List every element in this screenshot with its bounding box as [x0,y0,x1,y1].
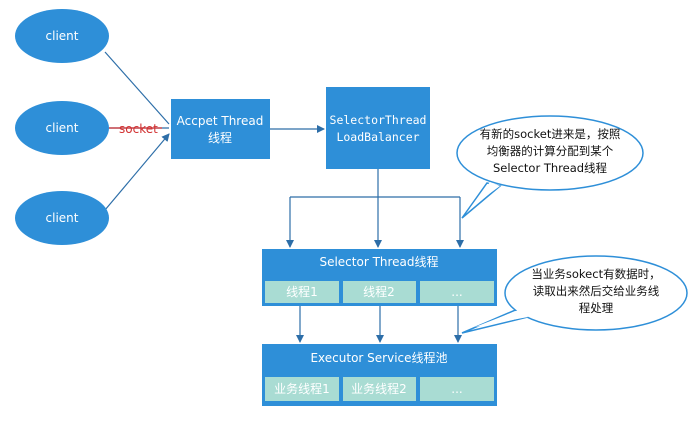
callout-top-line2: 均衡器的计算分配到某个 [487,144,614,158]
executor-cell-label: 业务线程1 [274,381,330,396]
client-node-1: client [15,9,109,63]
selector-cell-label: 线程1 [286,284,318,299]
executor-cell-3 [420,377,494,401]
callout-bottom-line2: 读取出来然后交给业务线 [533,284,660,298]
callout-top: 有新的socket进来是，按照 均衡器的计算分配到某个 Selector Thr… [456,115,644,219]
client-node-3: client [15,191,109,245]
executor-group-title: Executor Service线程池 [310,350,447,365]
executor-cell-1 [265,377,339,401]
client-label: client [46,211,79,225]
selector-to-executor-arrows [296,306,462,343]
balancer-subtitle: LoadBalancer [336,130,419,144]
selector-cell-2 [343,281,416,303]
acceptor-title: Accpet Thread [177,114,264,128]
client-node-2: client [15,101,109,155]
selector-cell-1 [265,281,339,303]
callout-top-line1: 有新的socket进来是，按照 [480,127,621,141]
callout-bottom: 当业务sokect有数据时， 读取出来然后交给业务线 程处理 [461,255,688,334]
connector-client3 [104,133,170,211]
selector-cell-label: 线程2 [363,284,395,299]
connector-client1 [104,51,170,125]
callout-top-line3: Selector Thread线程 [493,161,608,175]
executor-cell-label: 业务线程2 [351,381,407,396]
acceptor-box [171,99,270,159]
acceptor-subtitle: 线程 [208,130,232,145]
callout-bottom-line1: 当业务sokect有数据时， [531,267,660,281]
selector-cell-label: ... [451,285,462,299]
executor-cell-2 [343,377,416,401]
balancer-title: SelectorThread [330,113,427,127]
selector-group-title: Selector Thread线程 [319,254,438,269]
balancer-distribution-arrows [286,169,464,248]
client-label: client [46,29,79,43]
client-label: client [46,121,79,135]
selector-cell-3 [420,281,494,303]
executor-cell-label: ... [451,382,462,396]
callout-bottom-line3: 程处理 [579,301,614,315]
socket-label: socket [119,122,158,136]
balancer-box [326,87,430,169]
